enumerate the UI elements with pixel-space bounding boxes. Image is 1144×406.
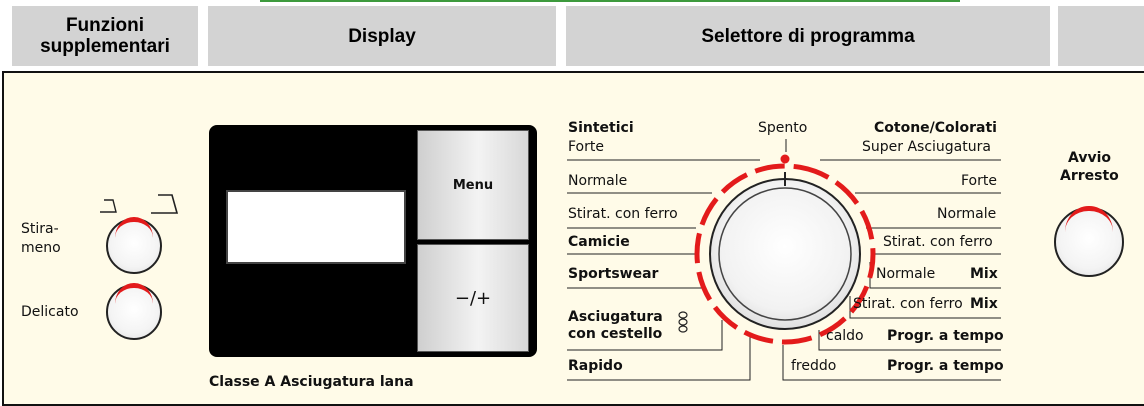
program-cotone-super: Super Asciugatura <box>862 139 991 155</box>
wool-label: Classe A Asciugatura lana <box>209 374 414 390</box>
program-mix-label: Mix <box>970 266 998 282</box>
stiramento-button[interactable] <box>106 217 162 274</box>
spento-dot-icon <box>780 154 790 164</box>
program-progr-tempo-caldo: Progr. a tempo <box>887 328 1004 344</box>
plusminus-button-label: −/+ <box>454 287 492 309</box>
program-cotone-normale: Normale <box>937 206 997 222</box>
program-ring-icon <box>694 163 876 345</box>
program-cotone: Cotone/Colorati <box>874 120 997 136</box>
avvio-indicator-icon <box>1065 206 1113 232</box>
stiramento-label-2: meno <box>21 240 61 256</box>
top-guide-line <box>260 0 960 2</box>
display-screen <box>226 190 406 264</box>
iron-small-icon <box>100 199 117 213</box>
program-caldo: caldo <box>826 328 864 344</box>
header-selettore: Selettore di programma <box>566 6 1050 66</box>
menu-button[interactable]: Menu <box>417 130 529 240</box>
delicato-indicator-icon <box>115 283 153 304</box>
program-asciugatura-2: con cestello <box>568 326 663 342</box>
program-rapido: Rapido <box>568 358 623 374</box>
program-sintetici-stirat: Stirat. con ferro <box>568 206 678 222</box>
header-blank <box>1058 6 1144 66</box>
header-selettore-label: Selettore di programma <box>701 25 915 47</box>
program-freddo: freddo <box>791 358 837 374</box>
iron-large-icon <box>151 194 179 214</box>
spento-label: Spento <box>758 120 808 136</box>
header-display: Display <box>208 6 556 66</box>
program-asciugatura-1: Asciugatura <box>568 309 663 325</box>
stiramento-label-1: Stira- <box>21 221 59 237</box>
program-progr-tempo-freddo: Progr. a tempo <box>887 358 1004 374</box>
delicato-button[interactable] <box>106 283 162 340</box>
avvio-arresto-button[interactable] <box>1054 206 1124 277</box>
stiramento-indicator-icon <box>115 217 153 238</box>
avvio-label: Avvio <box>1068 150 1112 166</box>
plusminus-button[interactable]: −/+ <box>417 244 529 352</box>
program-mix-normale: Normale <box>876 266 936 282</box>
program-mix-label-2: Mix <box>970 296 998 312</box>
header-funzioni-label: Funzioni supplementari <box>40 15 170 57</box>
program-sintetici-forte: Forte <box>568 139 604 155</box>
program-sportswear: Sportswear <box>568 266 659 282</box>
program-dial[interactable] <box>709 172 861 330</box>
arresto-label: Arresto <box>1060 168 1119 184</box>
program-sintetici: Sintetici <box>568 120 634 136</box>
header-display-label: Display <box>348 25 416 47</box>
program-cotone-stirat: Stirat. con ferro <box>883 234 993 250</box>
program-camicie: Camicie <box>568 234 630 250</box>
program-sintetici-normale: Normale <box>568 173 628 189</box>
delicato-label: Delicato <box>21 304 79 320</box>
tumbler-icon <box>678 311 688 333</box>
header-funzioni: Funzioni supplementari <box>12 6 198 66</box>
menu-button-label: Menu <box>452 177 494 193</box>
program-mix-stirat: Stirat. con ferro <box>853 296 963 312</box>
program-cotone-forte: Forte <box>961 173 997 189</box>
